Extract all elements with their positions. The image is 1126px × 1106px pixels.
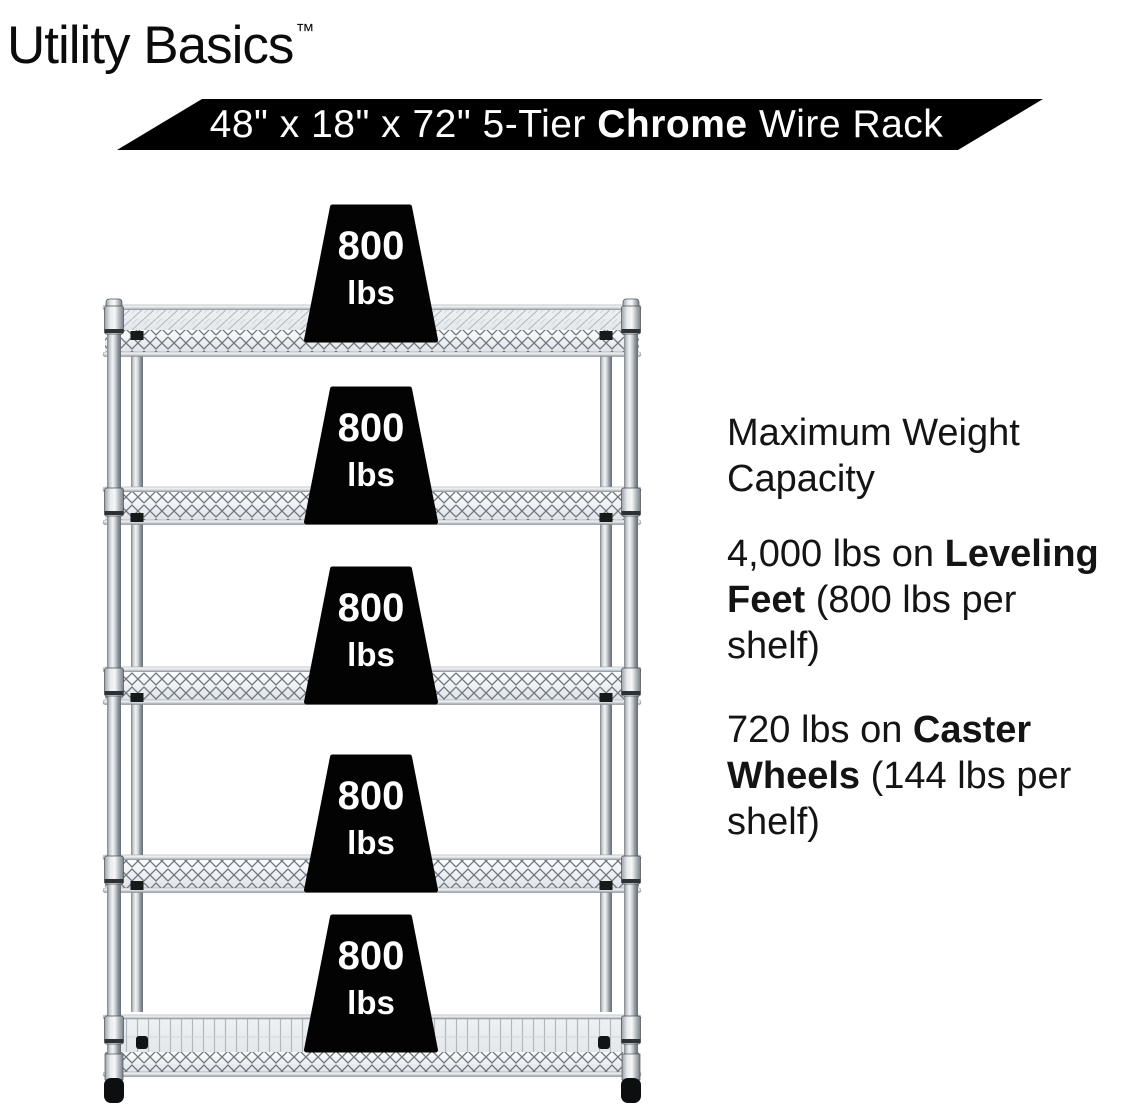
back-right-foot-tip: [598, 1036, 610, 1049]
banner-text-segment-bold: Chrome: [597, 102, 748, 146]
banner-text-segment: 48" x 18" x 72" 5-Tier: [209, 102, 598, 146]
weight-value: 800: [338, 406, 405, 450]
weight-unit: lbs: [347, 274, 395, 311]
spec-text: 4,000 lbs on: [727, 533, 945, 575]
weight-badge-5: 800 lbs: [304, 914, 438, 1053]
trademark-symbol: ™: [295, 21, 315, 42]
spec-text: 720 lbs on: [727, 709, 913, 751]
specs-heading: Maximum Weight Capacity: [727, 412, 1020, 500]
right-foot-cap: [621, 1078, 641, 1103]
weight-badge-2: 800 lbs: [304, 386, 438, 525]
banner-text-segment: Wire Rack: [747, 102, 944, 146]
shelf-5: [102, 1014, 642, 1077]
brand-name: Utility Basics: [7, 16, 294, 75]
weight-badge-4: 800 lbs: [304, 754, 438, 893]
leveling-feet-spec: 4,000 lbs on Leveling Feet (800 lbs per …: [727, 531, 1119, 669]
spec-text: (144 lbs per shelf): [727, 755, 1082, 843]
weight-badge-1: 800 lbs: [304, 204, 438, 343]
leveling-feet: [104, 1053, 641, 1103]
back-left-foot-tip: [136, 1036, 148, 1049]
left-foot-cap: [104, 1078, 124, 1103]
shelf-collars: [104, 305, 641, 1045]
back-post-clips: [130, 331, 613, 890]
weight-unit: lbs: [347, 456, 395, 493]
weight-value: 800: [338, 934, 405, 978]
weight-unit: lbs: [347, 824, 395, 861]
spec-text: (800 lbs per shelf): [727, 579, 1027, 667]
back-posts: [130, 305, 613, 1012]
weight-value: 800: [338, 774, 405, 818]
caster-wheels-spec: 720 lbs on Caster Wheels (144 lbs per sh…: [727, 707, 1119, 845]
weight-unit: lbs: [347, 984, 395, 1021]
spec-text-bold: Caster Wheels: [727, 709, 1042, 797]
weight-unit: lbs: [347, 636, 395, 673]
weight-value: 800: [338, 224, 405, 268]
title-banner: 48" x 18" x 72" 5-Tier Chrome Wire Rack: [117, 99, 1043, 150]
weight-badge-3: 800 lbs: [304, 566, 438, 705]
weight-value: 800: [338, 586, 405, 630]
spec-text-bold: Leveling Feet: [727, 533, 1110, 621]
specs-block: Maximum Weight Capacity 4,000 lbs on Lev…: [727, 410, 1119, 845]
